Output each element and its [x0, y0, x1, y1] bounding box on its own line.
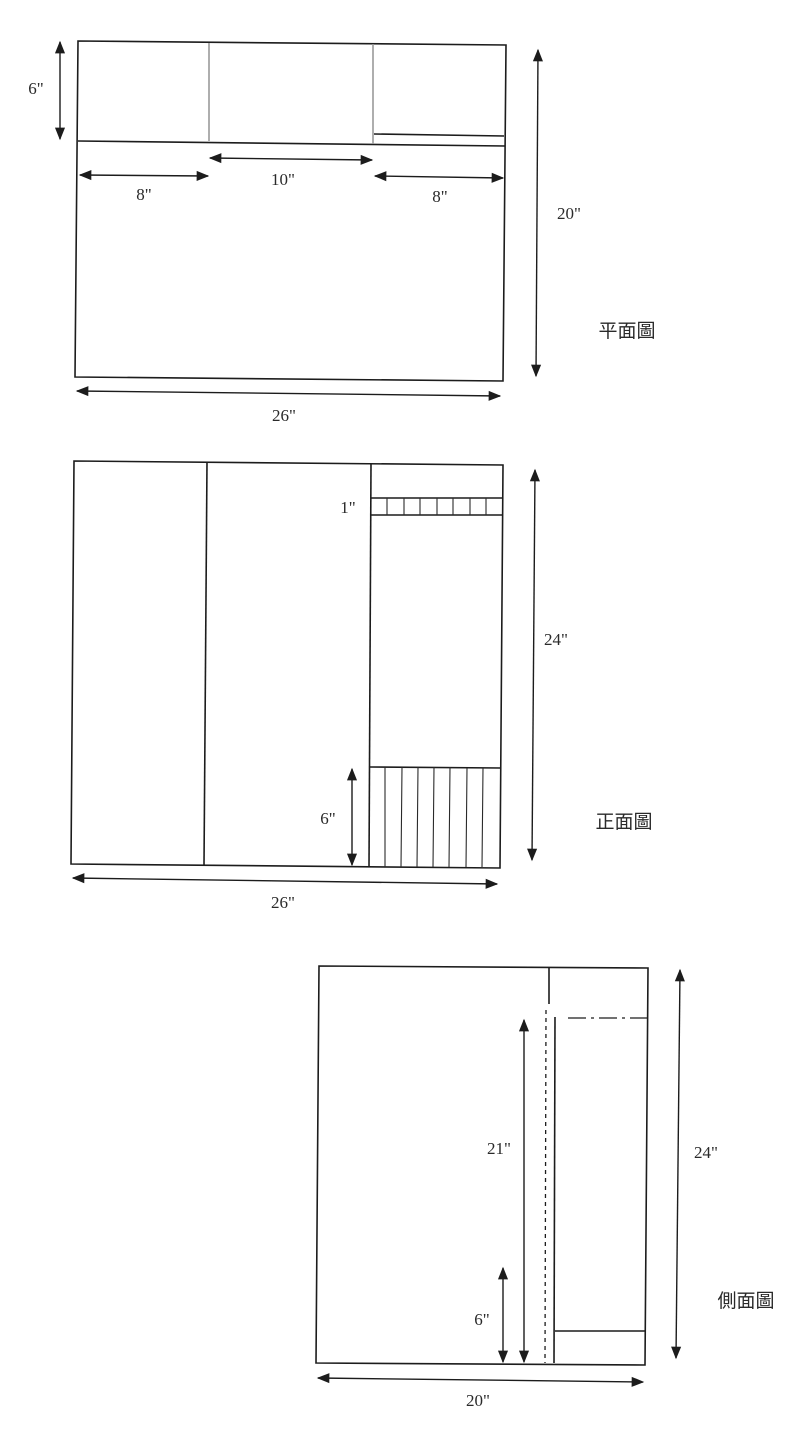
plan-width-label: 26"	[272, 406, 296, 425]
front-base-slats	[384, 766, 484, 868]
front-view: 1" 6" 24" 26" 正面圖	[70, 460, 653, 912]
front-outline	[70, 460, 504, 869]
front-base-top	[369, 766, 502, 769]
plan-right-label: 8"	[432, 187, 447, 206]
front-view-caption: 正面圖	[595, 811, 652, 833]
front-base-label: 6"	[320, 809, 335, 828]
plan-middle-arrow	[208, 153, 374, 165]
front-width-label: 26"	[271, 893, 295, 912]
plan-left-label: 8"	[136, 185, 151, 204]
side-hidden-line-a	[544, 1009, 547, 1364]
plan-shelf-line	[77, 140, 506, 147]
side-outline	[315, 965, 649, 1366]
plan-view-caption: 平面圖	[598, 320, 655, 342]
plan-height-label: 20"	[557, 204, 581, 223]
side-back-panel	[553, 1016, 556, 1364]
front-height-arrow	[527, 468, 540, 862]
front-top-strip-slats	[386, 498, 487, 515]
front-strip-label: 1"	[340, 498, 355, 517]
side-inner-label: 21"	[487, 1139, 511, 1158]
plan-width-arrow	[75, 386, 502, 401]
front-divider-right	[368, 463, 372, 868]
side-width-arrow	[316, 1373, 645, 1387]
plan-depth-label: 6"	[28, 79, 43, 98]
side-width-label: 20"	[466, 1391, 490, 1410]
side-height-label: 24"	[694, 1143, 718, 1162]
front-height-label: 24"	[544, 630, 568, 649]
side-view: 21" 6" 24" 20" 側面圖	[315, 965, 775, 1410]
plan-height-arrow	[531, 48, 543, 378]
front-width-arrow	[71, 873, 499, 889]
plan-middle-label: 10"	[271, 170, 295, 189]
side-height-arrow	[671, 968, 685, 1360]
plan-left-arrow	[78, 170, 210, 181]
plan-drawer-line	[373, 133, 505, 137]
plan-right-arrow	[373, 171, 505, 183]
side-view-caption: 側面圖	[717, 1290, 774, 1312]
plan-view: 6" 8" 10" 8" 20" 26" 平面圖	[28, 40, 656, 425]
side-base-label: 6"	[474, 1310, 489, 1329]
plan-outline	[74, 40, 507, 382]
front-divider-left	[203, 461, 208, 866]
